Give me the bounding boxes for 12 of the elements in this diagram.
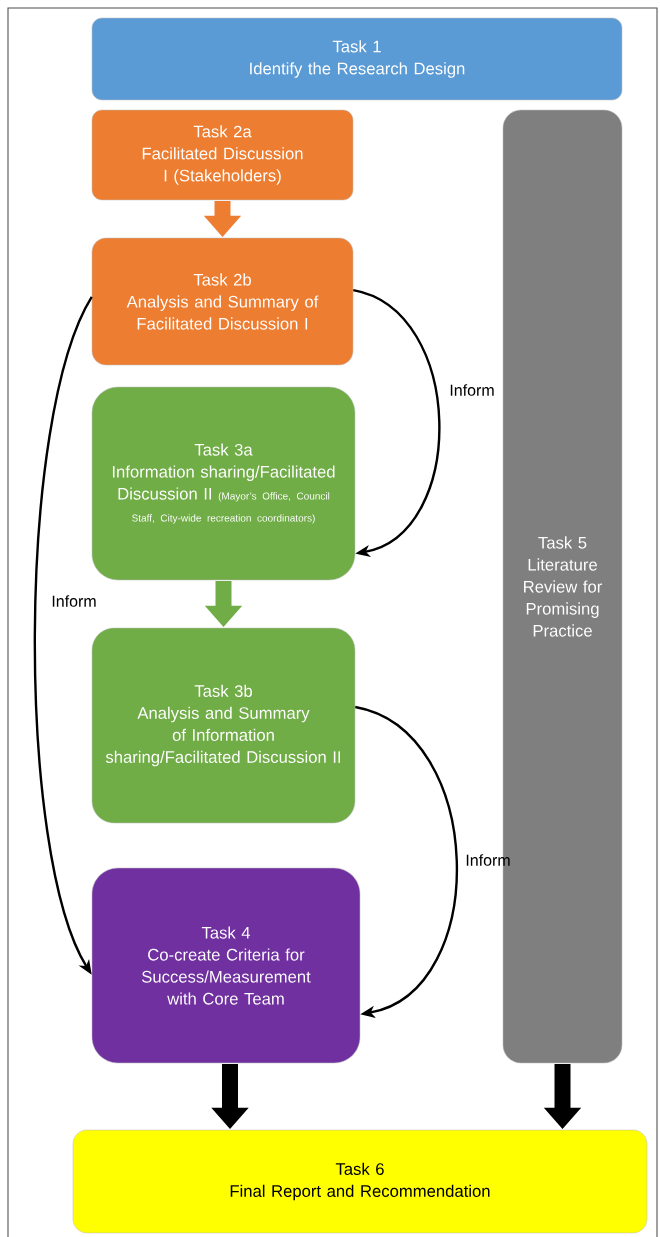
task-box: Task 1 Identify the Research Design [91, 17, 623, 101]
edge-label: Inform [52, 595, 96, 607]
task-box: Task 2a Facilitated Discussion I (Stakeholders) [91, 109, 354, 201]
task-box: Task 3b Analysis and Summary of Information sharing/Facilitated Discussion II [91, 627, 356, 824]
task-box: Task 6 Final Report and Recommendation [72, 1129, 648, 1234]
task-box: Task 4 Co-create Criteria for Success/Measurement with Core Team [91, 867, 361, 1064]
task-box: Task 3a Information sharing/Facilitated Discussion II (Mayor’s Office, Council Staff, City-wide recreation coordinators) [91, 386, 356, 581]
edge-label: Inform [450, 384, 494, 396]
curved-arrow [354, 705, 458, 1018]
task-box: Task 2b Analysis and Summary of Facilitated Discussion I [91, 237, 354, 366]
curved-arrow [352, 288, 441, 558]
edge-label: Inform [466, 854, 510, 866]
